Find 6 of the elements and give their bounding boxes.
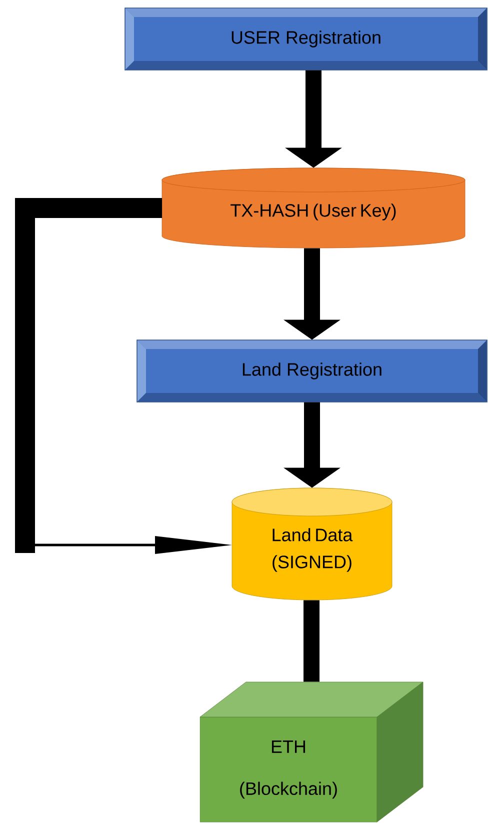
database-cylinder: Land Data (SIGNED) <box>232 488 392 600</box>
process-box: USER Registration <box>124 8 488 70</box>
process-box: Land Registration <box>136 340 488 402</box>
database-cylinder: TX-HASH (User Key) <box>162 168 466 248</box>
arrow <box>15 198 232 554</box>
cube-block: ETH (Blockchain) <box>200 682 424 822</box>
